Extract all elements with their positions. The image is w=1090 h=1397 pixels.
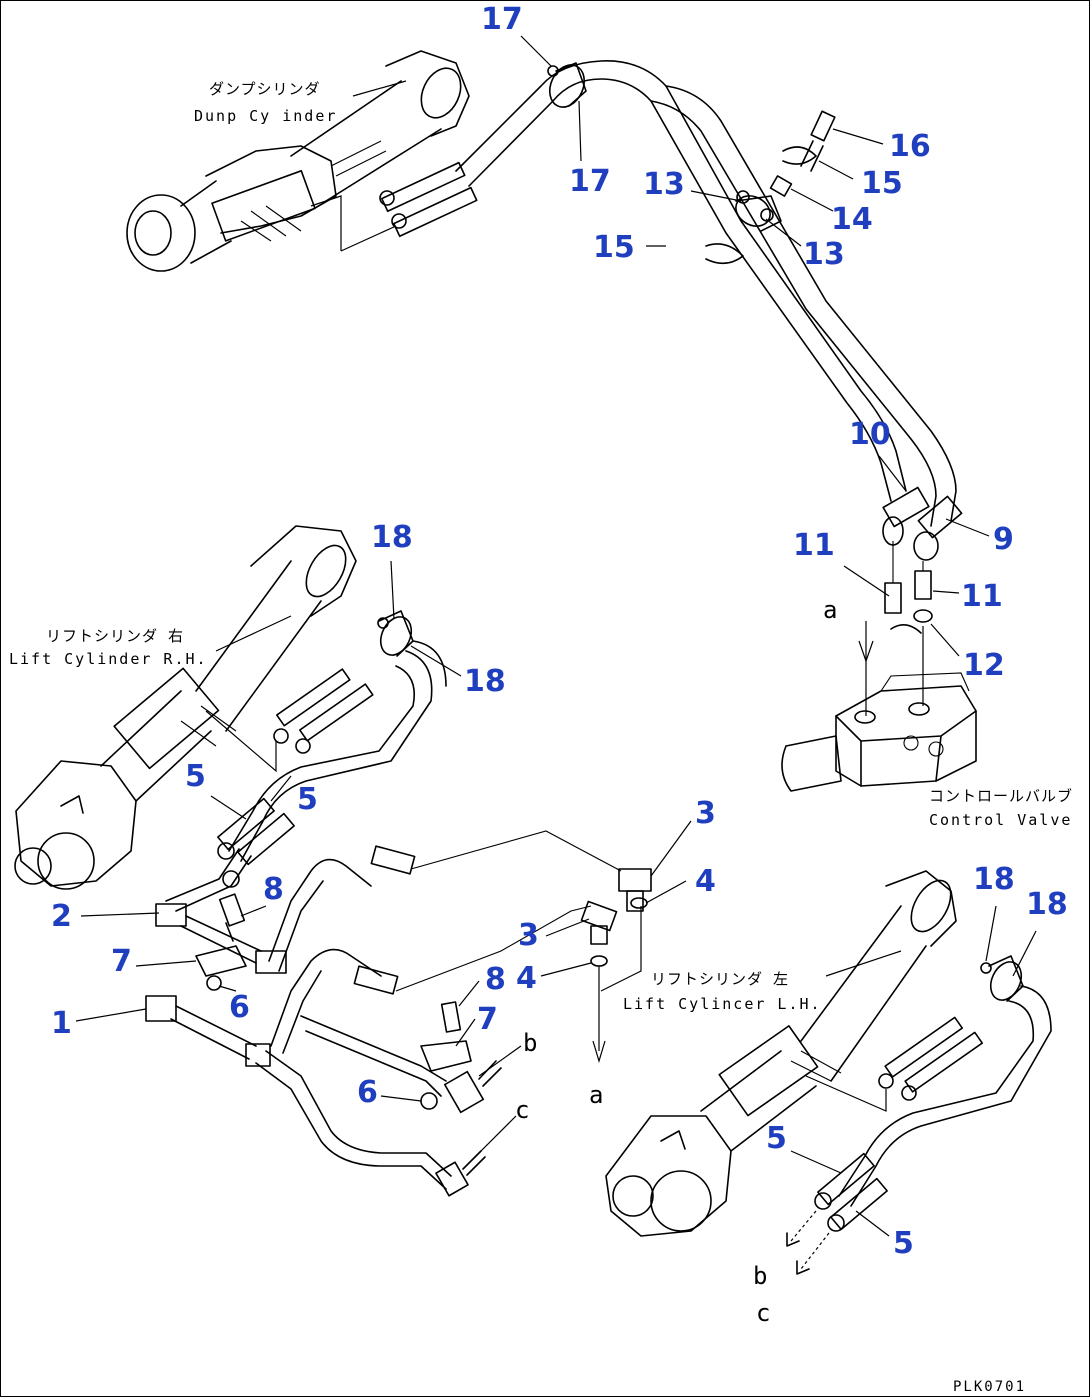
- callout-4-lower: 4: [516, 961, 537, 996]
- callout-17-clamp: 17: [569, 164, 611, 199]
- bolt-8-right: [440, 1001, 462, 1033]
- callout-7-right: 7: [477, 1002, 498, 1037]
- spacer-14: [769, 175, 793, 197]
- control-valve-label-en: Control Valve: [929, 811, 1072, 829]
- callout-6-right: 6: [357, 1075, 378, 1110]
- tube-clamp-13: [735, 190, 782, 232]
- lift-cylinder-rh-label-en: Lift Cylinder R.H.: [9, 650, 208, 668]
- control-valve-label-jp: コントロールバルブ: [929, 787, 1073, 805]
- dump-tube-pipe: [455, 60, 957, 527]
- dump-cylinder-leader: [352, 80, 407, 97]
- lift-cylinder-rh: [14, 525, 357, 890]
- callout-5-lh-upper: 5: [766, 1121, 787, 1156]
- callout-5-rh-lower: 5: [297, 782, 318, 817]
- tube-block-2: [155, 903, 287, 974]
- fitting-c-left: [435, 1150, 486, 1197]
- dump-cylinder-label-en: Dunp Cy inder: [194, 107, 337, 125]
- connection-letter-a-bottom: a: [589, 1081, 603, 1109]
- plate-7-left: [195, 945, 247, 977]
- lift-cylinder-lh-label-jp: リフトシリンダ 左: [651, 970, 789, 988]
- callout-11-left: 11: [793, 528, 835, 563]
- callout-18-lh-left: 18: [973, 862, 1015, 897]
- tube-clamp-18-lh: [980, 955, 1024, 1002]
- tube-block-1: [145, 995, 271, 1067]
- callout-13-left: 13: [643, 167, 685, 202]
- bolt-8-left: [218, 893, 246, 942]
- lift-cylinder-rh-leader: [215, 615, 292, 652]
- connection-letter-b-right: b: [753, 1262, 767, 1290]
- dump-cylinder-hose-leader: [310, 195, 342, 251]
- lift-rh-hose-fittings: [273, 668, 374, 754]
- elbow-fittings-9-10: [882, 486, 963, 561]
- hose-to-tee-3: [370, 830, 652, 912]
- callout-5-lh-lower: 5: [893, 1226, 914, 1261]
- callout-15-upper: 15: [861, 166, 903, 201]
- dump-cylinder-hose-fittings: [379, 161, 478, 238]
- adapters-11: [884, 541, 932, 614]
- callout-9: 9: [993, 522, 1014, 557]
- plug-6-right: [420, 1092, 438, 1110]
- callout-1: 1: [51, 1006, 72, 1041]
- tube-clamp-18-rh: [377, 610, 414, 657]
- control-valve: [781, 672, 977, 792]
- callout-18-rh-top: 18: [371, 520, 413, 555]
- connection-letter-a-top: a: [823, 596, 837, 624]
- callout-8-left: 8: [263, 872, 284, 907]
- washer-15-upper: [782, 146, 817, 165]
- tube-to-b-c: [255, 858, 452, 1190]
- connection-letter-c-left: c: [515, 1096, 529, 1124]
- callout-leaders: [75, 35, 1037, 1237]
- callout-8-right: 8: [485, 962, 506, 997]
- callout-13-right: 13: [803, 237, 845, 272]
- washer-15-lower: [705, 243, 744, 265]
- plate-7-right: [420, 1040, 472, 1072]
- callout-12: 12: [963, 648, 1005, 683]
- o-rings-4: [590, 897, 648, 967]
- bolt-16: [800, 110, 836, 172]
- callout-17-top: 17: [481, 2, 523, 37]
- connection-letter-c-right: c: [756, 1299, 770, 1327]
- callout-16: 16: [889, 129, 931, 164]
- callout-11-right: 11: [961, 579, 1003, 614]
- lift-lh-tubes: [838, 985, 1052, 1207]
- callout-14: 14: [831, 202, 873, 237]
- callout-7-left: 7: [111, 944, 132, 979]
- dump-cylinder: [126, 50, 470, 272]
- plug-6-left: [206, 975, 222, 991]
- hoses-5-lh: [786, 1152, 888, 1275]
- callout-6-left: 6: [229, 990, 250, 1025]
- callout-10: 10: [849, 417, 891, 452]
- hose-to-elbow-3: [353, 900, 618, 995]
- callout-18-rh-side: 18: [464, 664, 506, 699]
- lift-cylinder-lh-label-en: Lift Cylincer L.H.: [623, 995, 822, 1013]
- callout-3-tee: 3: [695, 796, 716, 831]
- callout-15-lower: 15: [593, 230, 635, 265]
- lift-cylinder-lh-leader: [825, 950, 902, 977]
- callout-3-elbow: 3: [518, 918, 539, 953]
- connection-letter-b-left: b: [523, 1029, 537, 1057]
- figure-number: PLK0701: [953, 1379, 1026, 1395]
- callout-18-lh-right: 18: [1026, 887, 1068, 922]
- lift-cylinder-rh-label-jp: リフトシリンダ 右: [46, 627, 184, 645]
- hoses-5-rh: [217, 797, 295, 888]
- callout-4-upper: 4: [695, 864, 716, 899]
- o-ring-12: [890, 609, 933, 634]
- tube-clamp-17: [547, 62, 587, 108]
- lift-lh-hose-fittings: [878, 1016, 984, 1101]
- lift-rh-tubes: [165, 640, 447, 912]
- dump-cylinder-label-jp: ダンプシリンダ: [209, 80, 321, 98]
- fitting-b-left: [443, 1060, 502, 1114]
- callout-5-rh-upper: 5: [185, 759, 206, 794]
- callout-2: 2: [51, 899, 72, 934]
- lift-cylinder-lh: [605, 870, 957, 1237]
